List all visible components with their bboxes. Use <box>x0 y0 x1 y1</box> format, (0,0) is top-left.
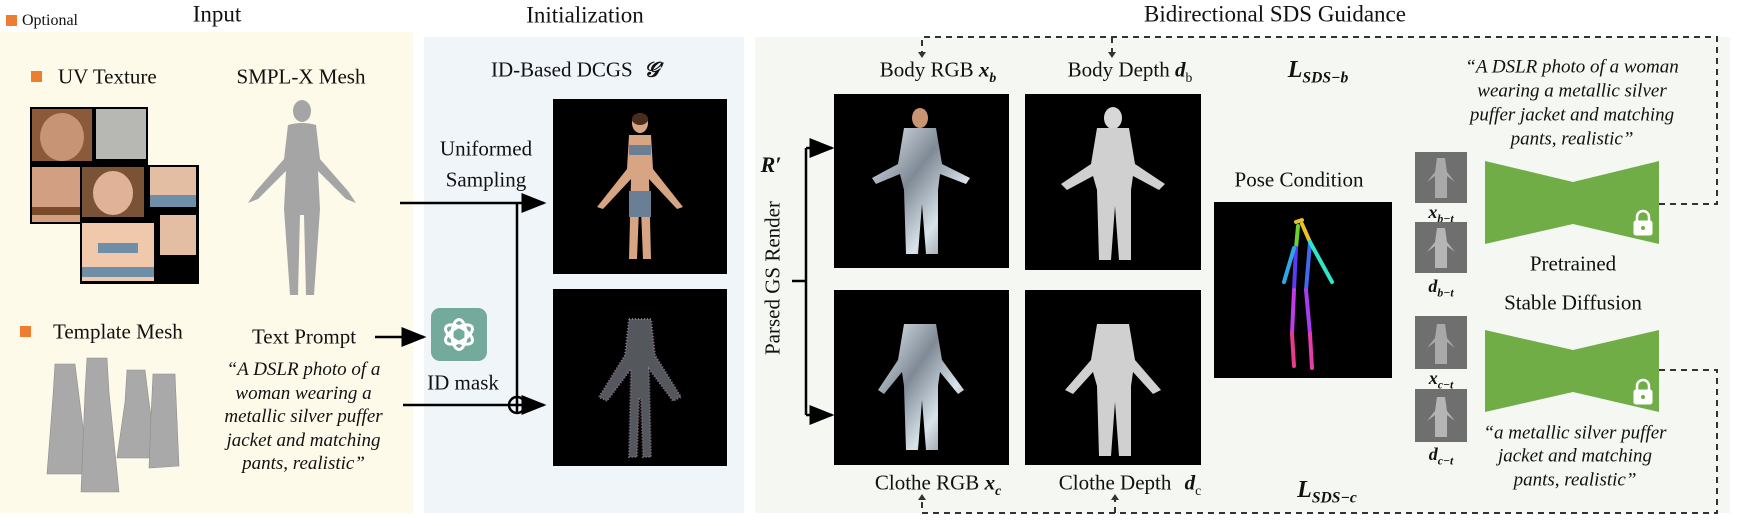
noisy-clothe-rgb-label: xc−t <box>1428 367 1454 392</box>
id-mask-label: ID mask <box>427 370 499 395</box>
prompt-line: metallic silver puffer <box>224 406 383 427</box>
noisy-body-depth-label: db−t <box>1428 275 1454 300</box>
loss-sds-b: LSDS−b <box>1287 56 1349 87</box>
section-title-initialization: Initialization <box>526 2 644 28</box>
dcgs-label: ID-Based DCGS 𝒢′ <box>491 57 665 82</box>
prompt-line: jacket and matching <box>226 429 381 451</box>
template-mesh-label: Template Mesh <box>53 319 183 344</box>
parsed-gs-render-label: Parsed GS Render <box>760 201 785 355</box>
dcgs-label-text: ID-Based DCGS <box>491 57 633 82</box>
uniformed-sampling-label-2: Sampling <box>445 167 527 192</box>
prompt-line: “A DSLR photo of a <box>226 359 381 380</box>
pretrained-label: Pretrained <box>1529 251 1617 276</box>
section-title-guidance: Bidirectional SDS Guidance <box>1144 1 1406 27</box>
optional-legend-swatch <box>6 15 17 26</box>
body-rgb-label: Body RGB xb <box>879 57 997 85</box>
clothe-depth-image <box>1025 290 1201 465</box>
dcgs-body-image <box>553 99 727 274</box>
body-depth-label: Body Depth db <box>1067 57 1193 85</box>
template-mesh-image <box>45 356 183 493</box>
pose-condition-image <box>1214 202 1392 378</box>
pose-condition-label: Pose Condition <box>1234 167 1364 192</box>
uniformed-sampling-label-1: Uniformed <box>439 136 533 161</box>
clothe-depth-symbol: dc <box>1184 470 1202 498</box>
clothe-rgb-label: Clothe RGB xc <box>874 470 1002 498</box>
body-rgb-image <box>834 94 1009 268</box>
body-prompt-line: puffer jacket and matching <box>1469 104 1675 126</box>
stable-diffusion-label: Stable Diffusion <box>1504 290 1642 315</box>
dcgs-clothing-points-image <box>553 289 727 466</box>
text-prompt-label: Text Prompt <box>251 324 357 349</box>
input-text-prompt: “A DSLR photo of a woman wearing a metal… <box>221 360 386 478</box>
optional-marker-uv <box>31 71 42 82</box>
noisy-body-depth-thumb <box>1415 222 1467 273</box>
clothe-depth-label: Clothe Depth dc <box>1058 470 1202 498</box>
section-title-input: Input <box>192 1 242 27</box>
render-symbol: R′ <box>760 152 782 177</box>
loss-sds-c: LSDS−c <box>1297 476 1357 507</box>
prompt-line: woman wearing a <box>235 382 372 404</box>
smplx-mesh-image <box>228 99 377 300</box>
body-prompt-line: pants, realistic” <box>1510 128 1634 150</box>
body-rgb-symbol: xb <box>978 57 997 85</box>
optional-marker-template <box>20 326 31 337</box>
clothe-depth-text: Clothe Depth <box>1058 470 1172 495</box>
body-rgb-text: Body RGB <box>879 57 974 82</box>
body-prompt-line: “A DSLR photo of a woman <box>1465 56 1679 78</box>
noisy-body-rgb-label: xb−t <box>1428 201 1454 226</box>
noisy-clothe-depth-label: dc−t <box>1428 443 1454 468</box>
uv-texture-image-female <box>80 165 199 284</box>
noisy-clothe-rgb-thumb <box>1415 316 1467 369</box>
noisy-body-rgb-thumb <box>1415 152 1467 203</box>
clothe-prompt-line: “a metallic silver puffer <box>1483 422 1667 444</box>
clothe-prompt-line: jacket and matching <box>1497 445 1653 467</box>
body-depth-image <box>1025 94 1201 270</box>
clothe-rgb-image <box>834 290 1009 465</box>
body-depth-text: Body Depth <box>1067 57 1170 82</box>
clothe-rgb-text: Clothe RGB <box>874 470 980 495</box>
smplx-mesh-label: SMPL-X Mesh <box>236 64 366 89</box>
clothe-prompt-line: pants, realistic” <box>1513 469 1637 491</box>
prompt-line: pants, realistic” <box>242 453 365 474</box>
body-prompt-line: wearing a metallic silver <box>1477 80 1667 102</box>
clothe-rgb-symbol: xc <box>984 470 1002 498</box>
dcgs-symbol: 𝒢′ <box>644 57 665 82</box>
uv-texture-label: UV Texture <box>58 64 157 89</box>
noisy-clothe-depth-thumb <box>1415 389 1467 442</box>
openai-logo-icon <box>431 308 487 361</box>
body-depth-symbol: db <box>1175 57 1193 85</box>
optional-legend-label: Optional <box>22 12 78 29</box>
